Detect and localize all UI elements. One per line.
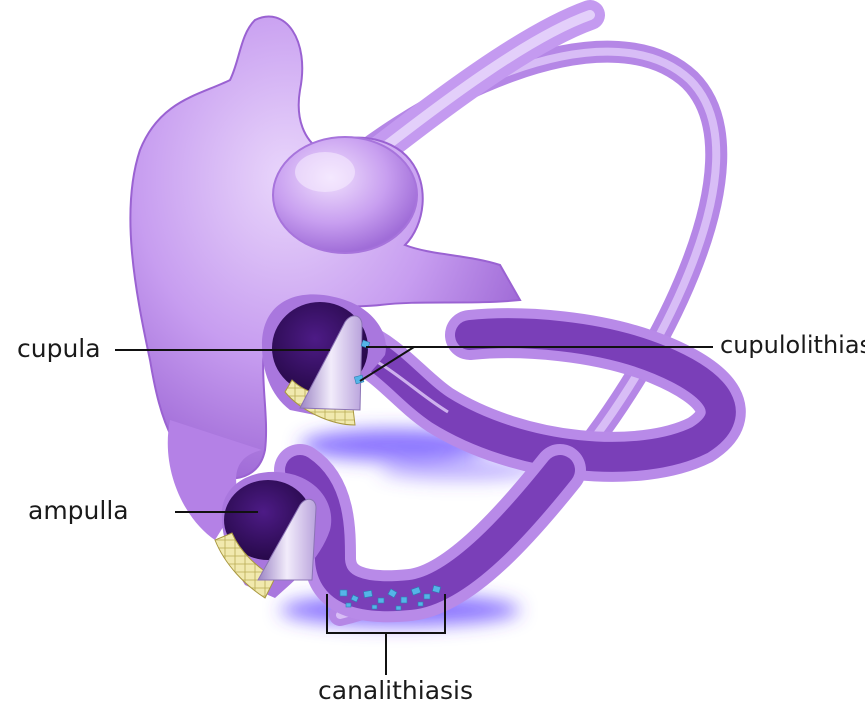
cupula-label: cupula (17, 336, 101, 361)
ampulla-label: ampulla (28, 498, 129, 523)
canalithiasis-label: canalithiasis (318, 678, 473, 703)
cupulolithiasis-label: cupulolithiasis (720, 333, 865, 357)
utricle (273, 137, 417, 253)
